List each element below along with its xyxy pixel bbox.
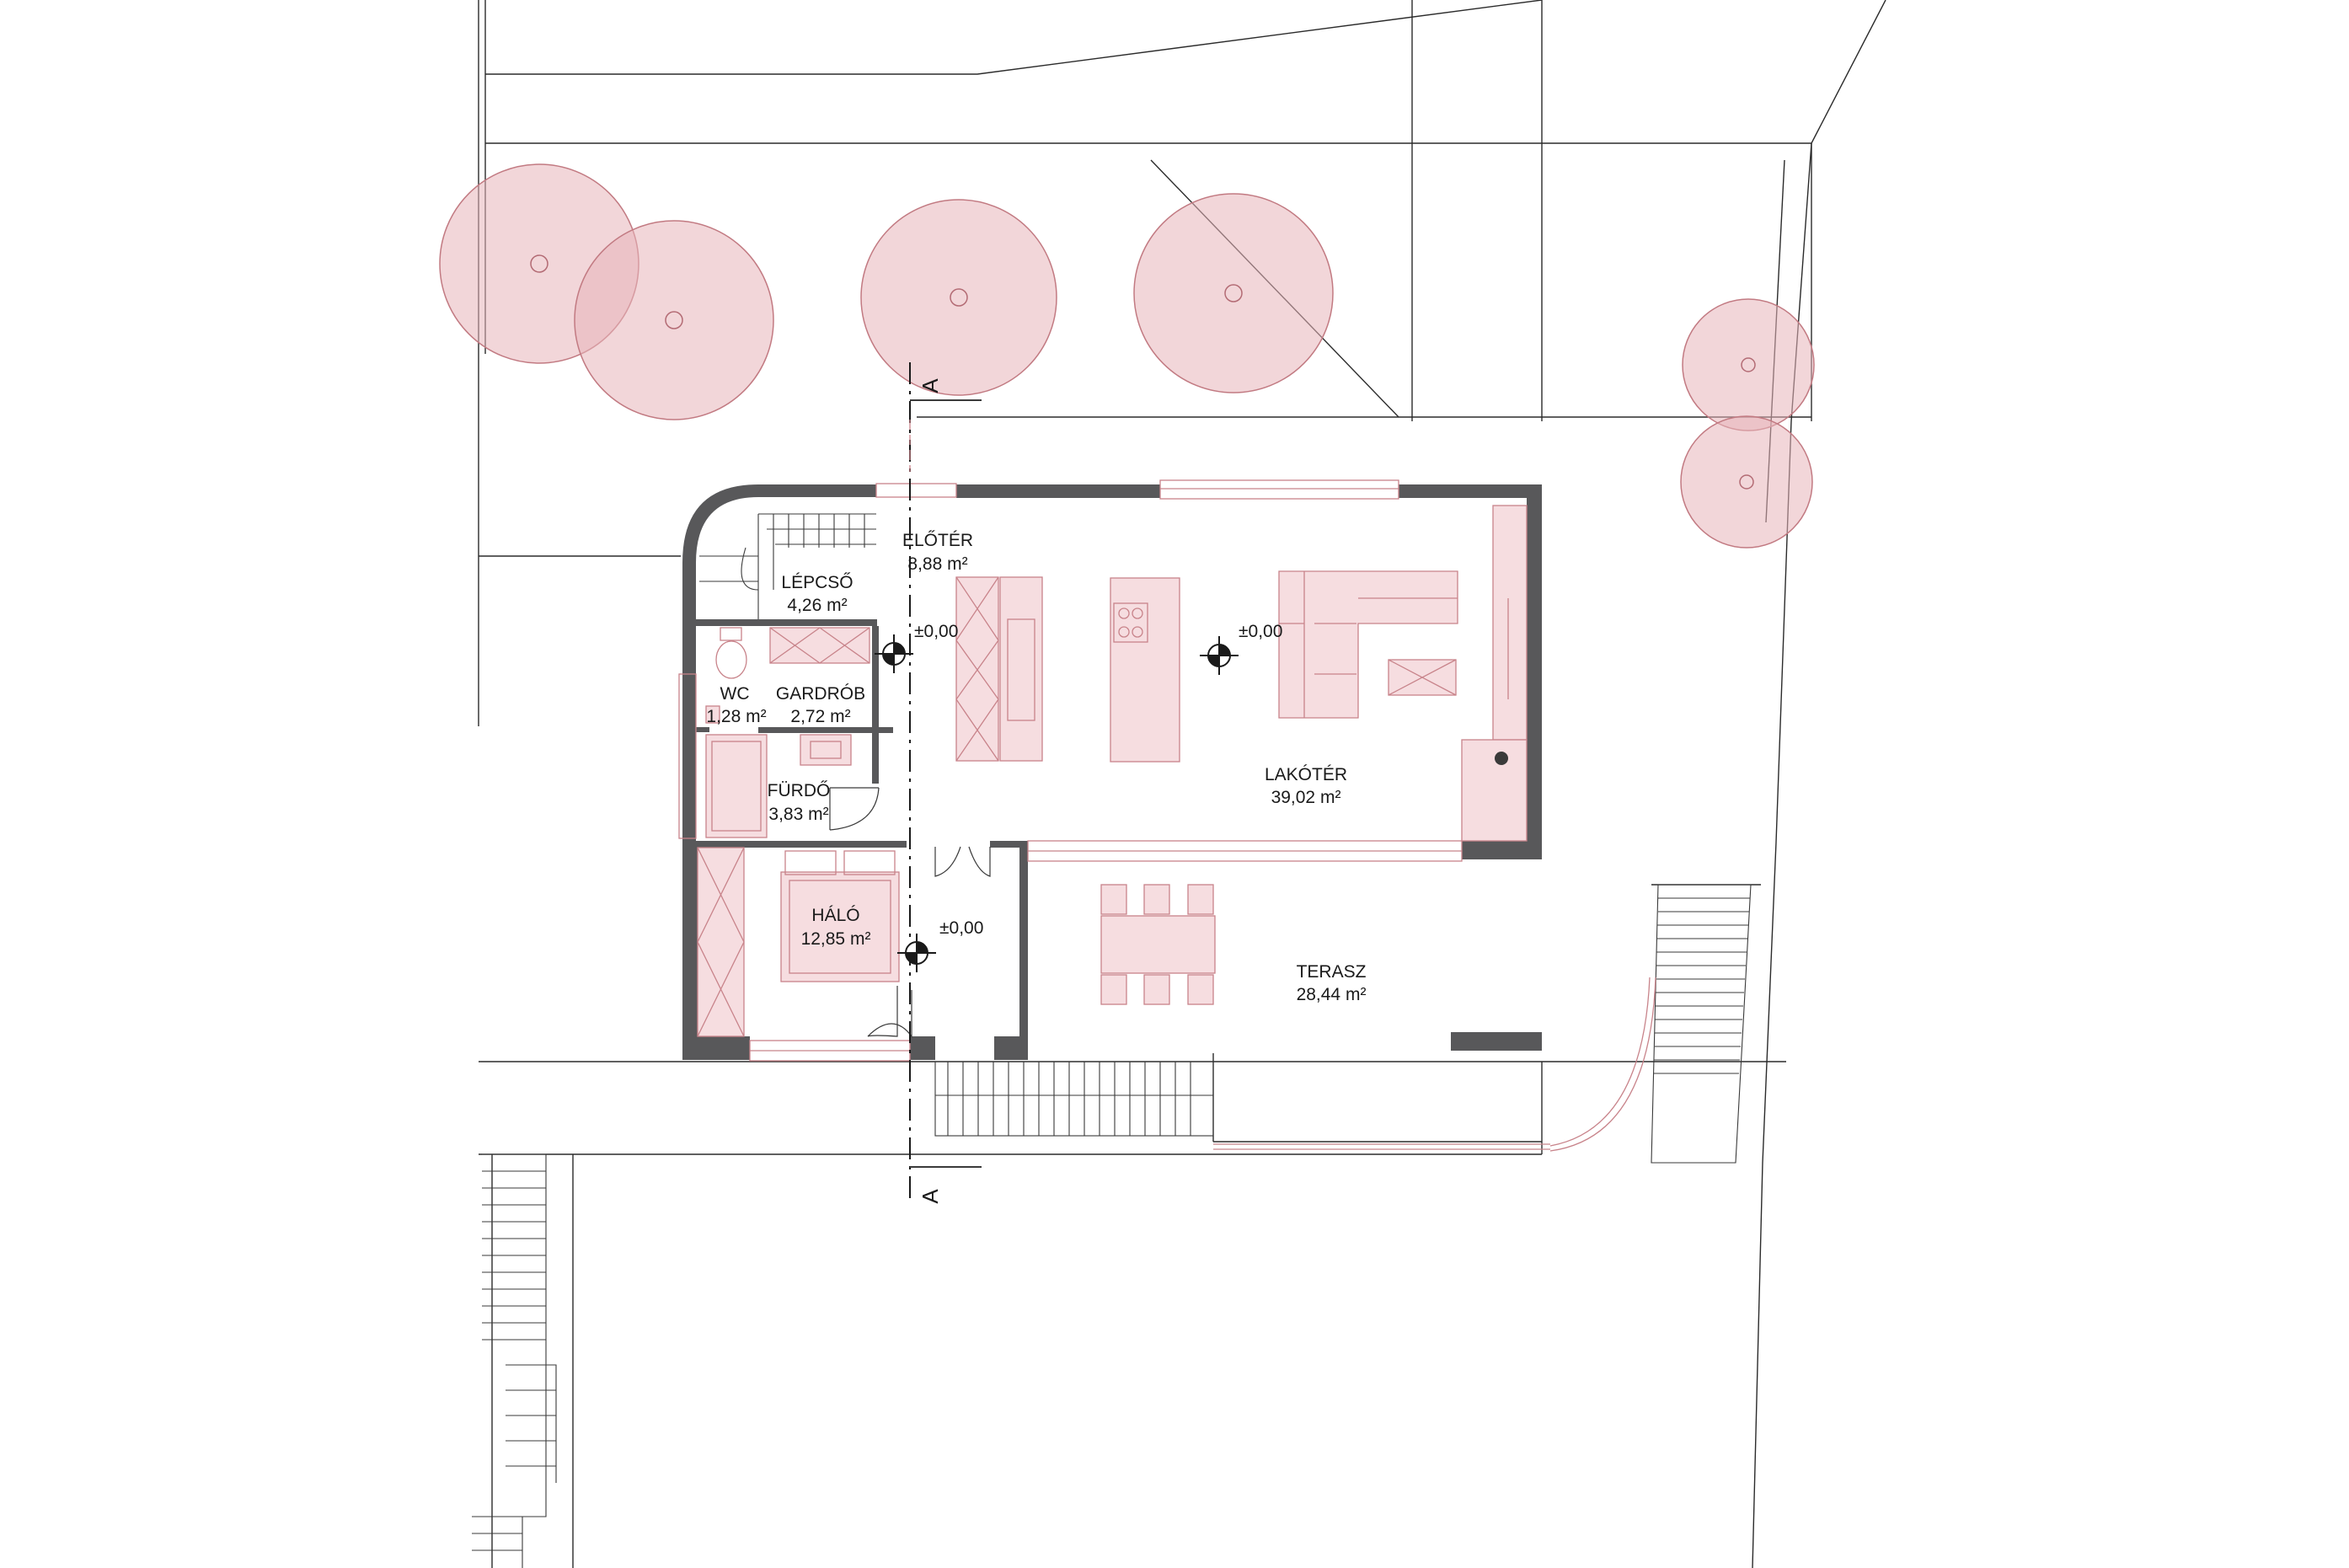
svg-text:8,88 m²: 8,88 m² <box>907 554 967 574</box>
room-label-gardrob: GARDRÓB 2,72 m² <box>776 684 865 726</box>
level-markers: ±0,00 ±0,00 ±0,00 <box>875 622 1282 972</box>
room-labels: ELŐTÉR 8,88 m² LÉPCSŐ 4,26 m² WC 1,28 m²… <box>706 531 1366 1004</box>
svg-text:WC: WC <box>720 684 750 704</box>
room-label-wc: WC 1,28 m² <box>706 684 766 726</box>
wc-cistern <box>720 627 742 641</box>
gardrob-shelf <box>769 627 870 664</box>
svg-text:TERASZ: TERASZ <box>1297 962 1367 982</box>
room-label-furdo: FÜRDŐ 3,83 m² <box>768 781 831 824</box>
sofa <box>1278 570 1458 719</box>
svg-text:2,72 m²: 2,72 m² <box>790 707 850 726</box>
wc-bowl <box>715 640 747 679</box>
tree-trunk-5 <box>1741 357 1756 372</box>
bedroom-wardrobe <box>697 847 745 1037</box>
tree-trunk-6 <box>1739 474 1754 490</box>
svg-text:28,44 m²: 28,44 m² <box>1297 985 1367 1004</box>
windows <box>678 479 1463 1062</box>
trees <box>439 163 1815 549</box>
tree-trunk-3 <box>950 288 968 307</box>
kitchen-island <box>1110 577 1180 763</box>
stove <box>1461 739 1528 842</box>
entry-stair <box>934 1061 1214 1137</box>
kitchen-cabinet-right <box>999 576 1043 762</box>
svg-text:12,85 m²: 12,85 m² <box>801 929 871 949</box>
doors <box>829 787 1656 1152</box>
svg-text:LAKÓTÉR: LAKÓTÉR <box>1265 765 1347 784</box>
tree-canopy-2 <box>574 220 774 420</box>
media-unit <box>1492 505 1528 741</box>
level-value-3: ±0,00 <box>939 918 983 938</box>
section-label-bottom: A <box>918 1189 943 1204</box>
svg-text:HÁLÓ: HÁLÓ <box>811 906 859 925</box>
room-label-lakoter: LAKÓTÉR 39,02 m² <box>1265 765 1347 807</box>
dining-table <box>1100 915 1216 974</box>
level-marker-2: ±0,00 <box>1200 622 1282 675</box>
furniture <box>697 505 1528 1037</box>
svg-text:4,26 m²: 4,26 m² <box>787 596 847 615</box>
inner-stair <box>699 513 876 619</box>
level-marker-3: ±0,00 <box>897 918 983 972</box>
bathtub <box>705 734 768 838</box>
svg-text:ELŐTÉR: ELŐTÉR <box>902 531 973 550</box>
svg-text:LÉPCSŐ: LÉPCSŐ <box>781 573 853 592</box>
garden-stair-left <box>472 1153 557 1568</box>
tree-canopy-6 <box>1680 415 1813 549</box>
svg-text:3,83 m²: 3,83 m² <box>768 805 828 824</box>
tree-canopy-4 <box>1133 193 1334 393</box>
level-value-2: ±0,00 <box>1239 622 1282 641</box>
tree-trunk-1 <box>530 254 548 273</box>
bathroom-sink <box>800 734 852 766</box>
walls <box>682 484 1542 1060</box>
room-label-halo: HÁLÓ 12,85 m² <box>801 906 871 949</box>
bed <box>780 871 900 982</box>
section-label-top: A <box>918 378 943 393</box>
level-value-1: ±0,00 <box>914 622 958 641</box>
room-label-terasz: TERASZ 28,44 m² <box>1297 962 1367 1004</box>
tree-trunk-4 <box>1224 284 1243 302</box>
section-cut-a: A A <box>909 362 982 1204</box>
tree-canopy-5 <box>1682 298 1815 431</box>
garden-stair-right <box>1651 884 1752 1164</box>
svg-text:1,28 m²: 1,28 m² <box>706 707 766 726</box>
stairs <box>472 513 1752 1568</box>
room-label-eloter: ELŐTÉR 8,88 m² <box>902 531 973 574</box>
level-marker-1: ±0,00 <box>875 622 958 673</box>
room-label-lepcso: LÉPCSŐ 4,26 m² <box>781 573 853 615</box>
svg-text:FÜRDŐ: FÜRDŐ <box>768 781 831 800</box>
svg-text:GARDRÓB: GARDRÓB <box>776 684 865 704</box>
svg-text:39,02 m²: 39,02 m² <box>1271 788 1341 807</box>
tree-canopy-3 <box>860 199 1057 396</box>
tree-trunk-2 <box>665 311 683 329</box>
